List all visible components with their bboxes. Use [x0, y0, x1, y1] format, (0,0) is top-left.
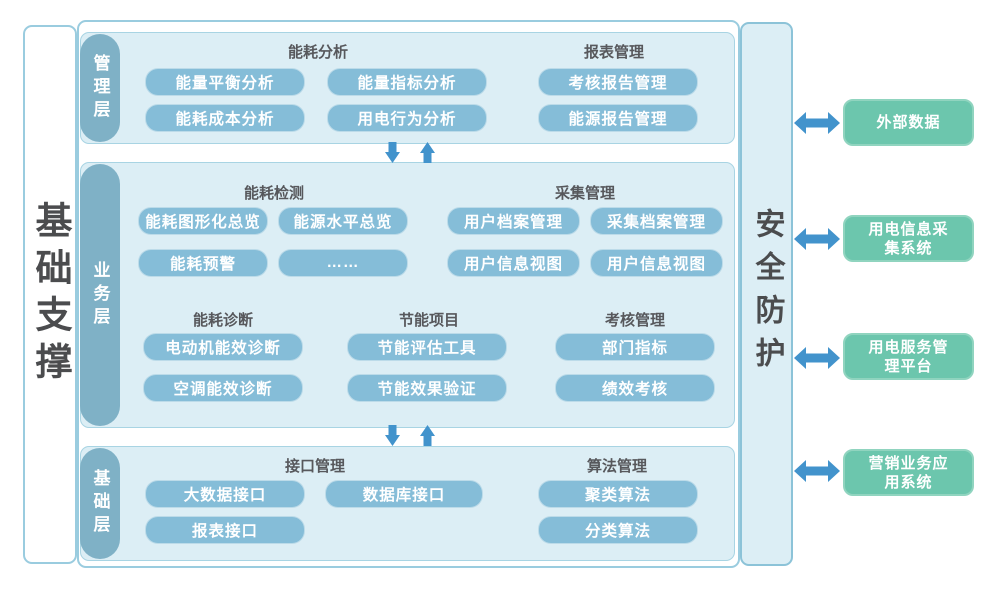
node-motor-efficiency-diagnosis: 电动机能效诊断 — [143, 333, 303, 361]
foundation-support-label: 基础支撑 — [30, 200, 71, 389]
layer-pill-base: 基础层 — [80, 448, 120, 559]
section-title-energy-diagnosis: 能耗诊断 — [192, 312, 253, 329]
down-arrow-icon — [385, 142, 400, 163]
security-protection-bar: 安全防护 — [740, 22, 793, 566]
layer-pill-base-label: 基础层 — [90, 469, 110, 538]
double-arrow-icon — [794, 225, 840, 253]
node-saving-evaluation-tool: 节能评估工具 — [347, 333, 507, 361]
node-energy-warning: 能耗预警 — [138, 249, 268, 277]
down-arrow-icon — [385, 425, 400, 446]
node-user-archive-mgmt: 用户档案管理 — [447, 207, 580, 235]
node-energy-index-analysis: 能量指标分析 — [327, 68, 487, 96]
node-performance-assessment: 绩效考核 — [555, 374, 715, 402]
external-system-power-service-platform: 用电服务管理平台 — [843, 333, 974, 380]
section-title-report-mgmt: 报表管理 — [583, 44, 644, 61]
layer-pill-management: 管理层 — [80, 34, 120, 142]
node-database-interface: 数据库接口 — [325, 480, 483, 508]
node-energy-level-overview: 能源水平总览 — [278, 207, 408, 235]
external-system-external-data: 外部数据 — [843, 99, 974, 146]
node-user-info-view-1: 用户信息视图 — [447, 249, 580, 277]
layer-pill-management-label: 管理层 — [90, 53, 110, 123]
node-energy-balance-analysis: 能量平衡分析 — [145, 68, 305, 96]
node-classification-algorithm: 分类算法 — [538, 516, 698, 544]
node-energy-cost-analysis: 能耗成本分析 — [145, 104, 305, 132]
external-system-marketing-application: 营销业务应用系统 — [843, 449, 974, 496]
layer-pill-business-label: 业务层 — [90, 260, 110, 330]
section-title-assessment-mgmt: 考核管理 — [604, 312, 665, 329]
double-arrow-icon — [794, 109, 840, 137]
external-system-power-info-collection: 用电信息采集系统 — [843, 215, 974, 262]
security-protection-label: 安全防护 — [750, 208, 784, 380]
node-bigdata-interface: 大数据接口 — [145, 480, 305, 508]
up-arrow-icon — [420, 425, 435, 446]
double-arrow-icon — [794, 457, 840, 485]
node-aircon-efficiency-diagnosis: 空调能效诊断 — [143, 374, 303, 402]
node-user-info-view-2: 用户信息视图 — [590, 249, 723, 277]
section-title-energy-saving: 节能项目 — [398, 312, 459, 329]
section-title-algorithm-mgmt: 算法管理 — [586, 458, 647, 475]
node-assessment-report-mgmt: 考核报告管理 — [538, 68, 698, 96]
foundation-support-bar: 基础支撑 — [23, 25, 77, 564]
node-clustering-algorithm: 聚类算法 — [538, 480, 698, 508]
section-title-energy-detection: 能耗检测 — [243, 185, 304, 202]
node-energy-report-mgmt: 能源报告管理 — [538, 104, 698, 132]
section-title-interface-mgmt: 接口管理 — [284, 458, 345, 475]
double-arrow-icon — [794, 344, 840, 372]
section-title-collection-mgmt: 采集管理 — [554, 185, 615, 202]
node-report-interface: 报表接口 — [145, 516, 305, 544]
up-arrow-icon — [420, 142, 435, 163]
node-collection-archive-mgmt: 采集档案管理 — [590, 207, 723, 235]
layer-pill-business: 业务层 — [80, 164, 120, 426]
node-department-index: 部门指标 — [555, 333, 715, 361]
section-title-energy-analysis: 能耗分析 — [287, 44, 348, 61]
node-ellipsis: …… — [278, 249, 408, 277]
node-power-behavior-analysis: 用电行为分析 — [327, 104, 487, 132]
node-saving-effect-verification: 节能效果验证 — [347, 374, 507, 402]
node-energy-graphic-overview: 能耗图形化总览 — [138, 207, 268, 235]
